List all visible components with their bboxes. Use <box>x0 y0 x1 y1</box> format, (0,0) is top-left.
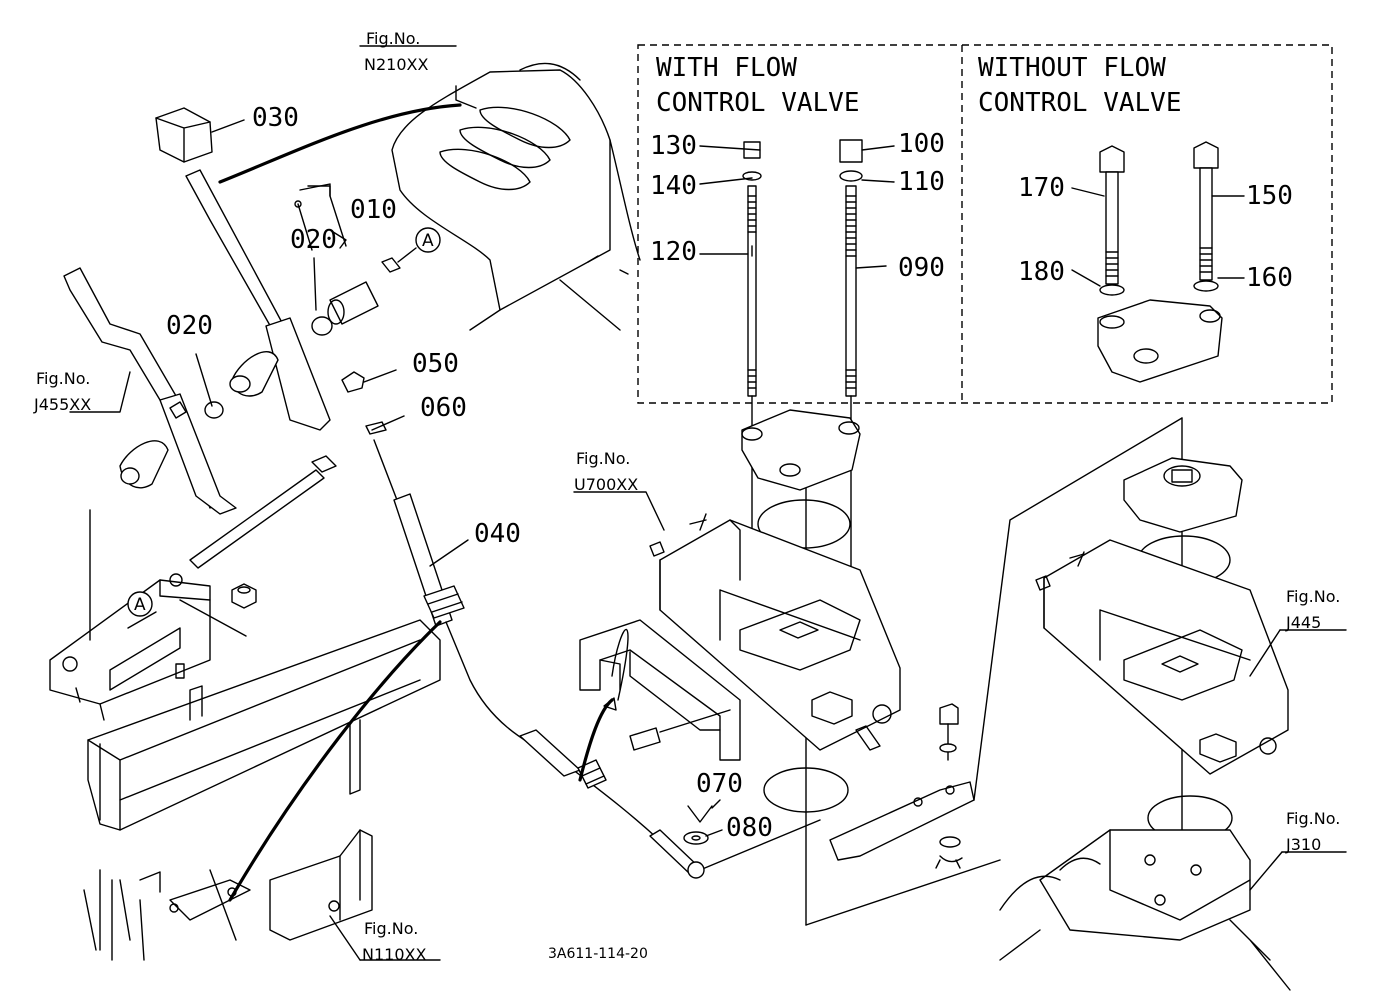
assembly-leader-center <box>699 819 821 871</box>
label-130: 130 <box>650 131 697 161</box>
cotter-pin-070 <box>687 805 713 823</box>
lower-bracket-n110 <box>83 829 373 961</box>
cable-sheath <box>228 620 442 902</box>
bolt-head-150 <box>1193 141 1219 169</box>
flow-control-valve-assembly <box>649 395 901 926</box>
fig-ref-j455-line2: J455XX <box>33 395 91 414</box>
label-170: 170 <box>1018 173 1065 203</box>
fig-ref-n210-line2: N210XX <box>364 55 428 74</box>
console-cover <box>391 62 641 331</box>
label-leaders <box>69 45 1347 961</box>
callout-a-upper: A <box>415 227 441 253</box>
bolt-shank-150 <box>1199 167 1213 281</box>
label-110: 110 <box>898 167 945 197</box>
lever-boot-line <box>218 103 462 184</box>
mounting-bracket <box>579 619 741 761</box>
stud-rod-120 <box>747 185 757 397</box>
fig-ref-n110-line1: Fig.No. <box>364 919 418 938</box>
console-slot-1 <box>479 106 571 149</box>
fig-ref-n110-line2: N110XX <box>362 945 426 964</box>
washer-110 <box>839 170 863 182</box>
label-160: 160 <box>1246 263 1293 293</box>
cover-plate-without-flow <box>1097 299 1223 383</box>
with-flow-title-line2: CONTROL VALVE <box>656 88 860 118</box>
fig-ref-n210-line1: Fig.No. <box>366 29 420 48</box>
label-080: 080 <box>726 813 773 843</box>
nut-100 <box>839 139 863 163</box>
bolt-shank-170 <box>1105 171 1119 285</box>
label-180: 180 <box>1018 257 1065 287</box>
washer-080 <box>683 831 709 845</box>
label-020-lower: 020 <box>166 311 213 341</box>
fig-ref-j455-line1: Fig.No. <box>36 369 90 388</box>
washer-180 <box>1099 284 1125 296</box>
with-flow-title-line1: WITH FLOW <box>656 53 797 83</box>
without-flow-title-line1: WITHOUT FLOW <box>978 53 1166 83</box>
callout-a-lower-text: A <box>134 595 146 615</box>
label-030: 030 <box>252 103 299 133</box>
label-120: 120 <box>650 237 697 267</box>
stud-rod-090 <box>845 185 857 397</box>
fig-ref-u700-line2: U700XX <box>574 475 638 494</box>
fig-ref-j445-line2: J445 <box>1285 613 1321 632</box>
label-050: 050 <box>412 349 459 379</box>
bolt-head-170 <box>1099 145 1125 173</box>
stud-120 <box>742 141 762 397</box>
label-060: 060 <box>420 393 467 423</box>
bushing-020-upper <box>311 316 333 336</box>
label-070: 070 <box>696 769 743 799</box>
label-020-upper: 020 <box>290 225 337 255</box>
collar <box>329 281 379 325</box>
drawing-number: 3A611-114-20 <box>548 946 648 962</box>
valve-body <box>659 519 901 751</box>
valve-cover-plate <box>741 409 861 491</box>
bolt-150 <box>1193 141 1219 292</box>
cable-return <box>578 698 614 782</box>
fig-ref-j445-line1: Fig.No. <box>1286 587 1340 606</box>
washer-160 <box>1193 280 1219 292</box>
fig-ref-j310-line1: Fig.No. <box>1286 809 1340 828</box>
without-flow-title-line2: CONTROL VALVE <box>978 88 1182 118</box>
label-150: 150 <box>1246 181 1293 211</box>
lower-left-bracket <box>49 455 337 721</box>
left-lever-assembly <box>63 267 237 515</box>
valve-assembly-j445 <box>1035 417 1289 861</box>
label-100: 100 <box>898 129 945 159</box>
flow-control-valve-inset: WITH FLOW CONTROL VALVE WITHOUT FLOW CON… <box>637 44 1333 404</box>
callout-a-upper-text: A <box>422 231 434 251</box>
shift-lever-assembly <box>155 103 462 431</box>
pin <box>939 703 959 725</box>
bolt-170 <box>1099 145 1125 296</box>
label-040: 040 <box>474 519 521 549</box>
clip-050 <box>341 371 365 393</box>
label-140: 140 <box>650 171 697 201</box>
bushing-020-lower <box>204 401 224 419</box>
console-slot-2 <box>459 126 551 169</box>
inset-frame <box>637 44 1333 404</box>
fig-ref-u700-line1: Fig.No. <box>576 449 630 468</box>
label-090: 090 <box>898 253 945 283</box>
housing-j310 <box>999 829 1291 991</box>
label-010: 010 <box>350 195 397 225</box>
fig-ref-j310-line2: J310 <box>1285 835 1321 854</box>
assembly-leader-bottom <box>805 859 1001 926</box>
console-slot-3 <box>439 148 531 191</box>
assembly-leader-right <box>973 417 1183 801</box>
o-ring-lower <box>763 767 849 813</box>
callout-a-lower: A <box>127 591 153 617</box>
